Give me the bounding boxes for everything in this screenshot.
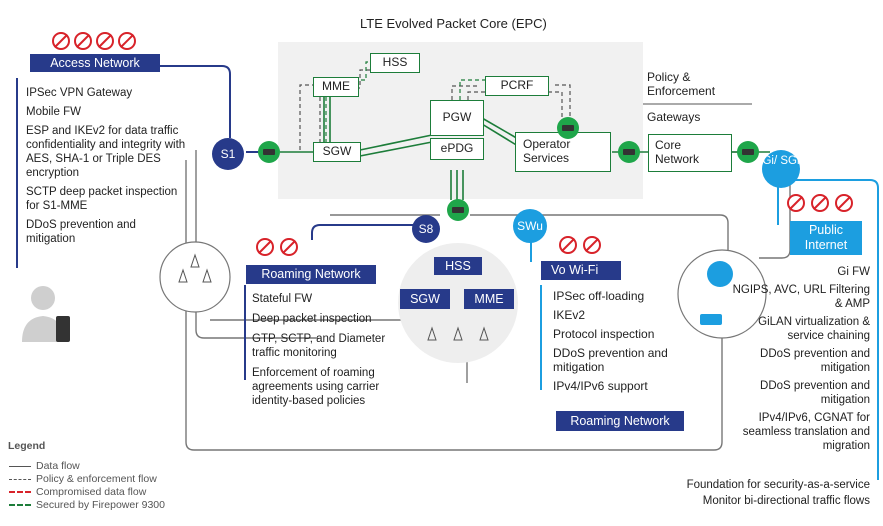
threat-blocked-icon	[559, 236, 577, 254]
list-item: IPv4/IPv6, CGNAT for seamless translatio…	[742, 412, 870, 452]
legend-data-flow-swatch	[9, 466, 31, 467]
legend-item: Policy & enforcement flow	[36, 473, 157, 485]
list-item: NGIPS, AVC, URL Filtering & AMP	[732, 284, 870, 310]
vo-wifi-list: IPSec off-loading IKEv2 Protocol inspect…	[553, 289, 693, 393]
roaming-mme-node: MME	[464, 289, 514, 309]
access-network-list: IPSec VPN Gateway Mobile FW ESP and IKEv…	[26, 86, 186, 246]
threat-blocked-icon	[811, 194, 829, 212]
pgw-node: PGW	[430, 100, 484, 136]
public-internet-title: Public Internet	[790, 221, 862, 255]
legend-item: Compromised data flow	[36, 486, 147, 498]
swu-interface: SWu	[513, 209, 547, 243]
epdg-node: ePDG	[430, 138, 484, 160]
list-item: GiLAN virtualization & service chaining	[758, 316, 870, 342]
list-item: Protocol inspection	[553, 327, 655, 341]
threat-blocked-icon	[835, 194, 853, 212]
mme-node: MME	[313, 77, 359, 97]
list-item: DDoS prevention and mitigation	[553, 346, 668, 374]
threat-blocked-icon	[256, 238, 274, 256]
public-internet-item: Monitor bi-directional traffic flows	[702, 495, 870, 507]
s1-interface: S1	[212, 138, 244, 170]
list-item: IKEv2	[553, 308, 586, 322]
firepower-icon	[618, 141, 640, 163]
legend-compromised-swatch	[9, 491, 31, 493]
list-item: DDoS prevention and mitigation	[760, 348, 870, 374]
policy-enforcement-label: Policy & Enforcement	[647, 70, 716, 98]
roaming-network-2-title: Roaming Network	[556, 411, 684, 431]
firepower-icon	[258, 141, 280, 163]
threat-blocked-icon	[787, 194, 805, 212]
firepower-icon	[557, 117, 579, 139]
gi-sgi-interface: Gi/ SGi	[762, 150, 800, 188]
list-item: IPv4/IPv6 support	[553, 379, 648, 393]
threat-blocked-icon	[52, 32, 70, 50]
diagram-title: LTE Evolved Packet Core (EPC)	[360, 16, 547, 31]
list-item: SCTP deep packet inspection for S1-MME	[26, 186, 178, 212]
list-item: Enforcement of roaming agreements using …	[252, 367, 380, 407]
threat-blocked-icon	[74, 32, 92, 50]
legend-item: Data flow	[36, 460, 80, 472]
vo-wifi-title: Vo Wi-Fi	[541, 261, 621, 280]
firepower-icon	[447, 199, 469, 221]
roaming-network-list: Stateful FW Deep packet inspection GTP, …	[252, 292, 412, 408]
firepower-icon	[737, 141, 759, 163]
list-item: IPSec VPN Gateway	[26, 87, 133, 99]
threat-blocked-icon	[96, 32, 114, 50]
sgw-node: SGW	[313, 142, 361, 162]
s8-interface: S8	[412, 215, 440, 243]
roaming-hss-node: HSS	[434, 257, 482, 275]
list-item: DDoS prevention and mitigation	[760, 380, 870, 406]
list-item: Stateful FW	[252, 293, 313, 305]
public-internet-item: Foundation for security-as-a-service	[686, 479, 870, 491]
threat-blocked-icon	[280, 238, 298, 256]
hss-node: HSS	[370, 53, 420, 73]
gateways-label: Gateways	[647, 110, 701, 124]
operator-services-node: Operator Services	[515, 132, 611, 172]
list-item: Deep packet inspection	[252, 313, 372, 325]
list-item: IPSec off-loading	[553, 289, 645, 303]
list-item: ESP and IKEv2 for data traffic confident…	[26, 125, 186, 179]
list-item: DDoS prevention and mitigation	[26, 219, 136, 245]
list-item: Gi FW	[837, 266, 870, 278]
roaming-sgw-node: SGW	[400, 289, 450, 309]
roaming-network-title: Roaming Network	[246, 265, 376, 284]
list-item: Mobile FW	[26, 106, 81, 118]
core-network-node: Core Network	[648, 134, 732, 172]
pcrf-node: PCRF	[485, 76, 549, 96]
list-item: GTP, SCTP, and Diameter traffic monitori…	[252, 333, 386, 359]
legend-secured-swatch	[9, 504, 31, 506]
legend-title: Legend	[8, 440, 46, 452]
access-network-rule	[16, 78, 18, 268]
legend-item: Secured by Firepower 9300	[36, 499, 165, 511]
access-network-title: Access Network	[30, 54, 160, 72]
threat-blocked-icon	[118, 32, 136, 50]
threat-blocked-icon	[583, 236, 601, 254]
legend-policy-swatch	[9, 479, 31, 480]
public-internet-list: Gi FW NGIPS, AVC, URL Filtering & AMP Gi…	[730, 265, 870, 453]
